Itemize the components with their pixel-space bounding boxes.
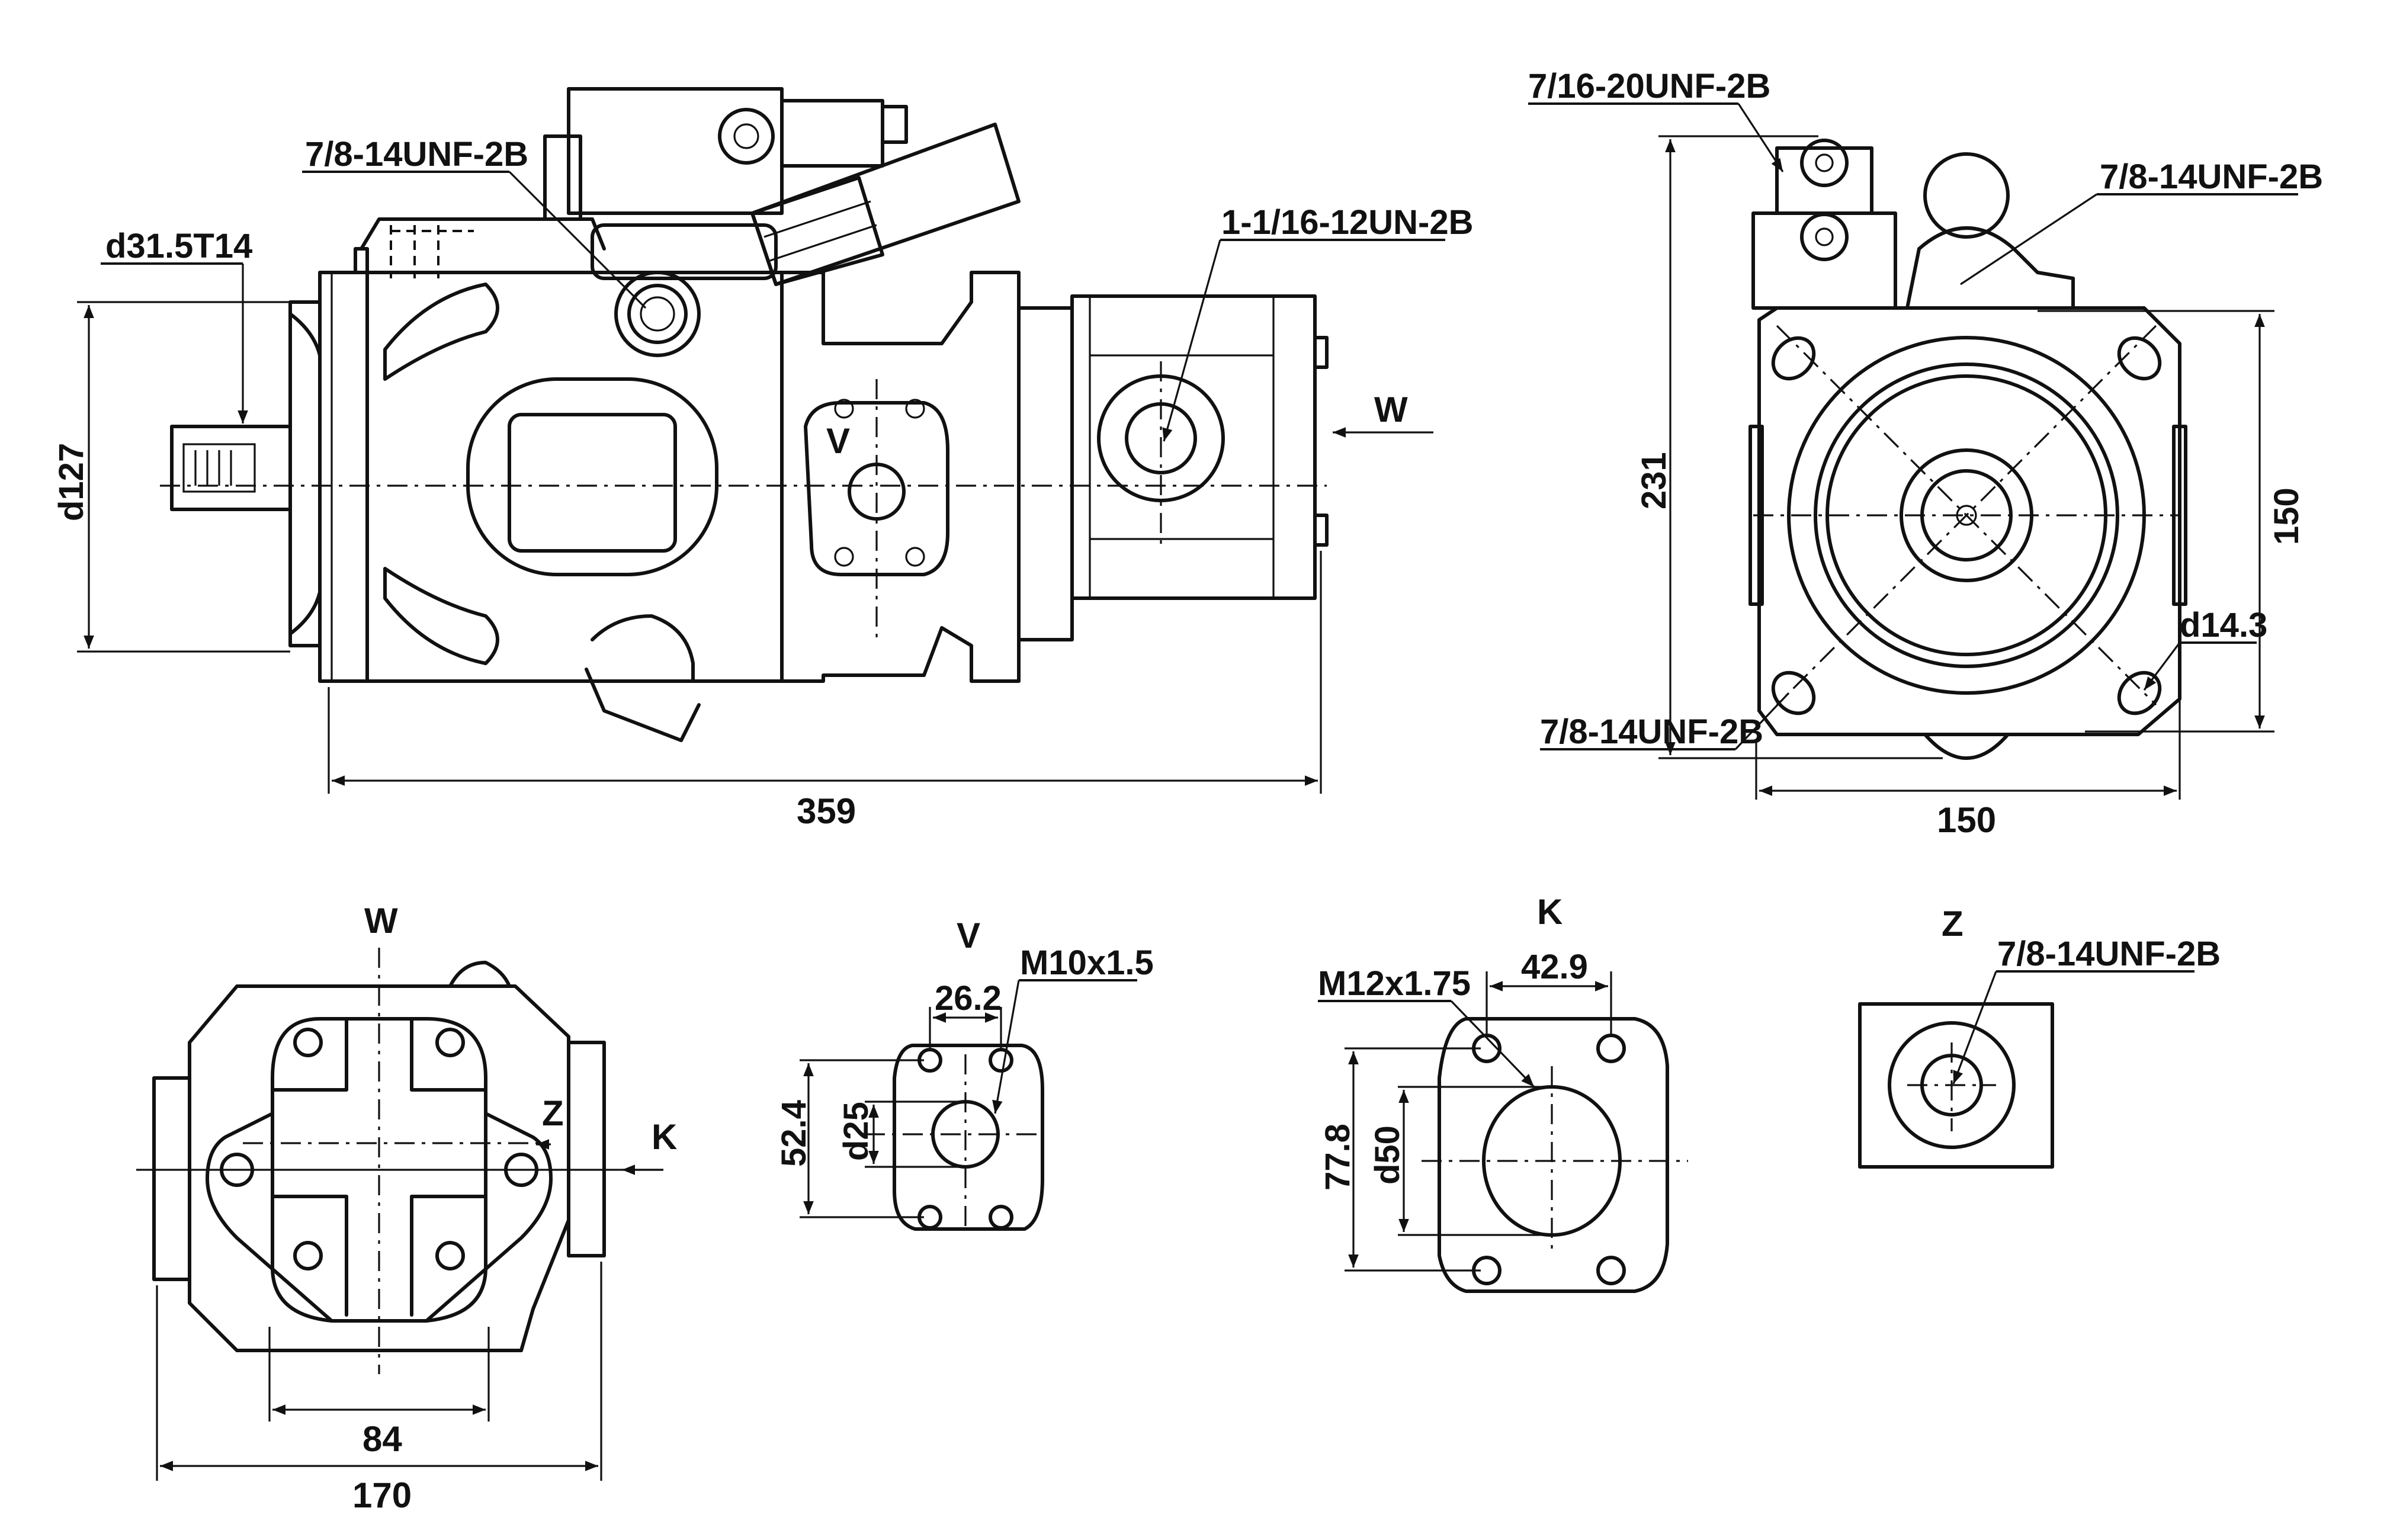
bottom-port-label: 7/8-14UNF-2B <box>1540 713 1763 751</box>
view-k-hole-spacing-v-label: 77.8 <box>1318 1124 1357 1191</box>
view-marker-v: V <box>826 421 850 461</box>
view-w-title: W <box>364 901 398 941</box>
overall-height-label: 231 <box>1635 452 1673 509</box>
view-z-thread-label: 7/8-14UNF-2B <box>1997 935 2221 973</box>
overall-length-label: 359 <box>797 791 856 831</box>
side-view: d127 d31.5T14 7/8-14UNF-2B 1-1/16-12UN-2… <box>52 87 1474 831</box>
view-v-port-diameter-label: d25 <box>837 1102 875 1161</box>
view-k-thread-label: M12x1.75 <box>1318 964 1471 1003</box>
front-view: 231 150 150 d14.3 7/16-20UNF-2B 7/8-14UN… <box>1528 67 2323 840</box>
view-k-hole-spacing-h-label: 42.9 <box>1521 948 1588 986</box>
view-v-hole-spacing-h-label: 26.2 <box>935 979 1002 1018</box>
mount-hole-label: d14.3 <box>2180 606 2267 644</box>
view-z-title: Z <box>1942 904 1964 944</box>
view-k-title: K <box>1537 892 1563 932</box>
control-valve <box>543 87 1021 286</box>
view-v-hole-spacing-v-label: 52.4 <box>775 1100 813 1167</box>
gear-pump-port-label: 1-1/16-12UN-2B <box>1221 203 1474 242</box>
drive-shaft <box>170 425 292 511</box>
view-v-thread-label: M10x1.5 <box>1020 944 1154 982</box>
adapter-section <box>780 271 1021 683</box>
gear-pump <box>1017 294 1329 641</box>
shaft-spline-label: d31.5T14 <box>105 227 252 265</box>
pilot-diameter-label: d127 <box>52 443 91 521</box>
mounting-flange <box>288 271 369 683</box>
view-w: W Z K 84 170 <box>136 901 677 1515</box>
flange-width-label: 150 <box>1937 800 1996 840</box>
case-drain-port-label: 7/8-14UNF-2B <box>305 135 528 174</box>
view-arrow-w: W <box>1374 390 1408 429</box>
view-w-overall-width-label: 170 <box>352 1475 412 1515</box>
view-k: K 42.9 M12x1.75 77.8 d50 <box>1318 892 1688 1293</box>
view-w-bolt-spacing-label: 84 <box>362 1419 402 1459</box>
view-w-arrow-k: K <box>652 1117 677 1157</box>
view-k-port-diameter-label: d50 <box>1368 1125 1407 1185</box>
control-port-label: 7/16-20UNF-2B <box>1528 67 1770 105</box>
flange-height-label: 150 <box>2267 487 2306 545</box>
view-z: Z 7/8-14UNF-2B <box>1858 904 2221 1169</box>
view-v: V 26.2 M10x1.5 52.4 d25 <box>775 916 1154 1232</box>
pump-housing <box>354 217 784 742</box>
view-v-title: V <box>957 916 980 955</box>
view-w-arrow-z: Z <box>542 1093 564 1133</box>
top-port-label: 7/8-14UNF-2B <box>2100 158 2323 196</box>
